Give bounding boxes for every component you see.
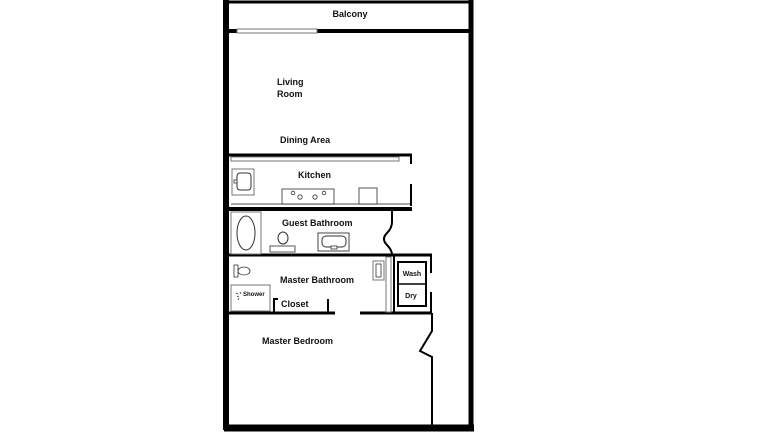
- vanity-counter: [385, 256, 392, 313]
- washer-label: Wash: [403, 271, 421, 278]
- guest-bathroom-walls: [229, 207, 432, 257]
- living-room-label-line2: Room: [277, 89, 303, 99]
- balcony-label: Balcony: [332, 9, 367, 19]
- stove-icon: [281, 188, 335, 205]
- dining-area-label: Dining Area: [280, 135, 331, 145]
- master-toilet-icon: [233, 264, 251, 278]
- living-room-label-line1: Living: [277, 77, 304, 87]
- master-bathroom-label: Master Bathroom: [280, 275, 354, 285]
- kitchen-counter-upper: [230, 156, 400, 162]
- master-bedroom-label: Master Bedroom: [262, 336, 333, 346]
- bathroom-sink-icon: [317, 232, 350, 252]
- shower-icon: Shower: [230, 284, 271, 312]
- sliding-door: [236, 28, 318, 34]
- bathtub-icon: [230, 211, 262, 255]
- guest-bathroom-label: Guest Bathroom: [282, 218, 353, 228]
- closet-walls: [273, 298, 329, 313]
- kitchen-walls: [229, 153, 412, 206]
- master-sink-icon: [372, 260, 385, 281]
- master-bathroom-walls: [229, 254, 432, 315]
- shower-label: Shower: [243, 292, 265, 298]
- toilet-icon: [269, 231, 296, 253]
- kitchen-sink-icon: [231, 168, 255, 196]
- dryer-label: Dry: [405, 293, 417, 300]
- kitchen-label: Kitchen: [298, 170, 331, 180]
- refrigerator-icon: [358, 187, 378, 205]
- master-bedroom-walls: [418, 313, 433, 428]
- laundry: [397, 261, 427, 307]
- closet-label: Closet: [281, 299, 309, 309]
